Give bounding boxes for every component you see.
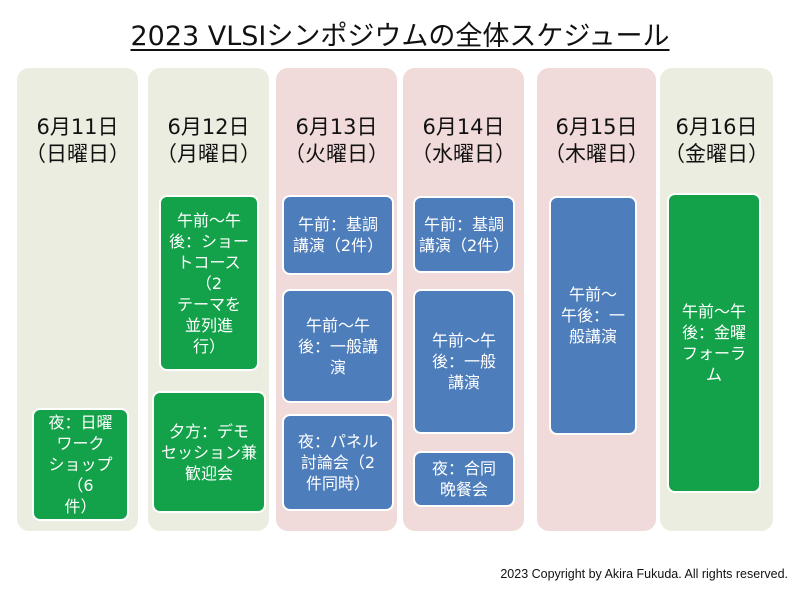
event-keynote: 午前：基調 講演（2件） [413, 196, 515, 273]
day-weekday: （日曜日） [25, 142, 130, 166]
event-joint-banquet: 夜：合同 晩餐会 [413, 451, 515, 507]
event-sunday-workshop: 夜：日曜 ワーク ショップ（6 件） [32, 408, 129, 521]
event-general-talks: 午前～午 後：一般 講演 [413, 289, 515, 434]
event-friday-forum: 午前～午 後：金曜 フォーラ ム [667, 193, 761, 493]
day-column-jun-12: 6月12日 （月曜日） 午前～午 後：ショー トコース（2 テーマを 並列進 行… [148, 68, 269, 531]
day-date: 6月11日 [36, 115, 119, 139]
event-general-talks: 午前～ 午後：一 般講演 [549, 196, 637, 435]
day-date: 6月12日 [167, 115, 250, 139]
day-column-jun-11: 6月11日 （日曜日） 夜：日曜 ワーク ショップ（6 件） [17, 68, 138, 531]
event-demo-session-reception: 夕方：デモ セッション兼 歓迎会 [152, 391, 266, 513]
day-weekday: （金曜日） [664, 142, 769, 166]
day-column-jun-15: 6月15日 （木曜日） 午前～ 午後：一 般講演 [537, 68, 656, 531]
event-keynote: 午前：基調 講演（2件） [282, 195, 394, 275]
day-date: 6月15日 [555, 115, 638, 139]
title-text: 2023 VLSIシンポジウムの全体スケジュール [130, 21, 670, 52]
day-weekday: （火曜日） [284, 142, 389, 166]
event-panel-discussion: 夜：パネル 討論会（2 件同時） [282, 414, 394, 511]
day-header: 6月13日 （火曜日） [276, 114, 397, 168]
day-column-jun-13: 6月13日 （火曜日） 午前：基調 講演（2件） 午前～午 後：一般講 演 夜：… [276, 68, 397, 531]
day-date: 6月14日 [422, 115, 505, 139]
day-weekday: （木曜日） [544, 142, 649, 166]
day-header: 6月14日 （水曜日） [403, 114, 524, 168]
event-short-course: 午前～午 後：ショー トコース（2 テーマを 並列進 行） [159, 195, 259, 371]
day-date: 6月16日 [675, 115, 758, 139]
day-weekday: （月曜日） [156, 142, 261, 166]
day-column-jun-16: 6月16日 （金曜日） 午前～午 後：金曜 フォーラ ム [660, 68, 773, 531]
day-weekday: （水曜日） [411, 142, 516, 166]
day-header: 6月12日 （月曜日） [148, 114, 269, 168]
day-header: 6月11日 （日曜日） [17, 114, 138, 168]
page-title: 2023 VLSIシンポジウムの全体スケジュール [0, 14, 800, 53]
event-general-talks: 午前～午 後：一般講 演 [282, 289, 394, 403]
day-header: 6月15日 （木曜日） [537, 114, 656, 168]
copyright-footer: 2023 Copyright by Akira Fukuda. All righ… [500, 567, 788, 581]
day-header: 6月16日 （金曜日） [660, 114, 773, 168]
day-column-jun-14: 6月14日 （水曜日） 午前：基調 講演（2件） 午前～午 後：一般 講演 夜：… [403, 68, 524, 531]
day-date: 6月13日 [295, 115, 378, 139]
